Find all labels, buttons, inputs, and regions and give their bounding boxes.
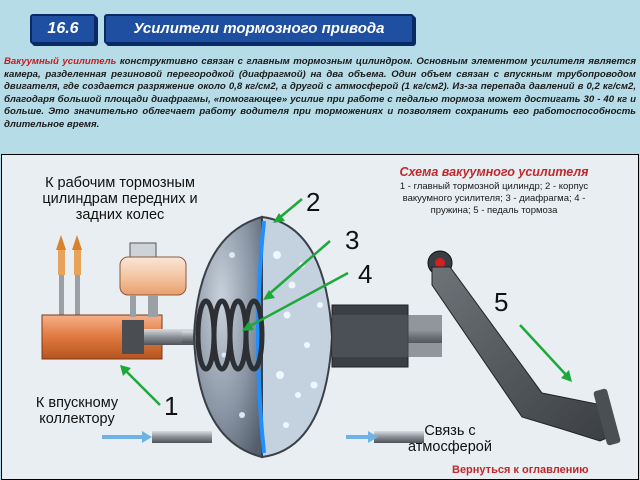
intake-flow-arrowhead xyxy=(142,431,152,443)
section-number: 16.6 xyxy=(30,14,96,44)
booster-housing xyxy=(192,215,442,459)
booster-illustration xyxy=(41,198,621,459)
intro-term: Вакуумный усилитель xyxy=(4,56,117,67)
page-title: Усилители тормозного привода xyxy=(104,14,414,44)
callout-2: 2 xyxy=(306,187,321,217)
callout-arrows xyxy=(120,198,572,406)
atmosphere-flow-arrowhead xyxy=(368,431,378,443)
callout-5: 5 xyxy=(494,287,509,317)
booster-diagram: К рабочим тормозным цилиндрам передних и… xyxy=(1,154,639,480)
diaphragm xyxy=(256,220,266,454)
intro-text: конструктивно связан с главным тормозным… xyxy=(4,56,637,130)
legend-title: Схема вакуумного усилителя xyxy=(399,165,589,179)
legend-text: 1 - главный тормозной цилиндр; 2 - корпу… xyxy=(399,181,589,216)
master-cylinder xyxy=(41,314,194,360)
back-to-contents-link[interactable]: Вернуться к оглавлению xyxy=(452,464,589,476)
fluid-reservoir xyxy=(119,242,187,317)
label-to-intake: К впускному коллектору xyxy=(35,395,119,427)
callout-4: 4 xyxy=(358,259,373,289)
brake-line-pipes xyxy=(56,235,82,317)
callout-1: 1 xyxy=(164,391,179,421)
brake-pedal xyxy=(427,250,621,446)
intake-port xyxy=(152,431,212,443)
atmosphere-port xyxy=(374,431,424,443)
diagram-legend: Схема вакуумного усилителя 1 - главный т… xyxy=(388,165,600,217)
callout-3: 3 xyxy=(345,225,360,255)
page-header: 16.6 Усилители тормозного привода xyxy=(0,0,640,45)
return-spring xyxy=(195,298,265,372)
intro-paragraph: Вакуумный усилитель конструктивно связан… xyxy=(4,56,636,132)
label-atmosphere: Связь с атмосферой xyxy=(408,423,492,455)
label-to-wheels: К рабочим тормозным цилиндрам передних и… xyxy=(42,175,198,223)
